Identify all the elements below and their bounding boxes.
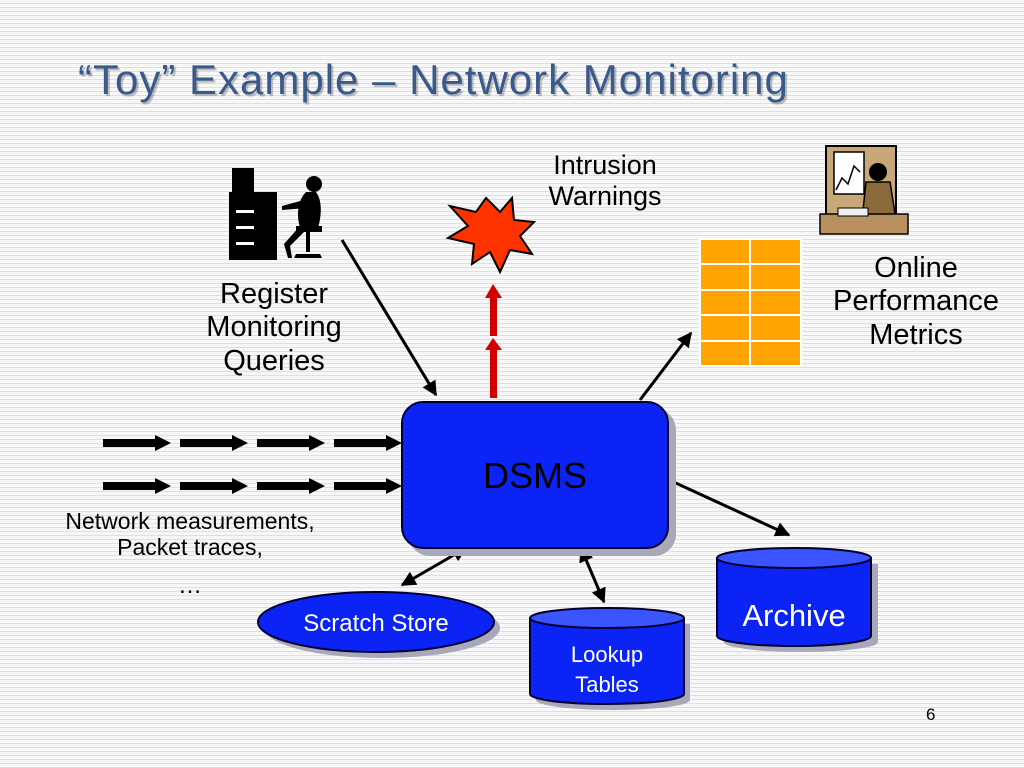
register-queries-text: Register Monitoring Queries bbox=[206, 278, 342, 377]
ellipsis-label: … bbox=[178, 572, 202, 599]
metrics-arrow bbox=[638, 331, 693, 401]
dsms-box: DSMS bbox=[401, 401, 669, 549]
dsms-label: DSMS bbox=[482, 455, 587, 496]
input-stream-arrows bbox=[103, 435, 402, 494]
archive-cylinder: Archive bbox=[716, 547, 878, 652]
stream-row-top bbox=[103, 435, 402, 451]
register-queries-label: Register Monitoring Queries bbox=[176, 278, 372, 378]
lookup-tables-arrow bbox=[579, 546, 606, 604]
lookup-tables-label-line1: Lookup bbox=[571, 642, 643, 667]
intrusion-warnings-text: Intrusion Warnings bbox=[548, 150, 662, 212]
slide-title: “Toy” Example – Network Monitoring bbox=[78, 56, 789, 103]
metrics-table-icon bbox=[699, 238, 802, 367]
user-at-desk-icon bbox=[229, 168, 322, 260]
warning-burst-icon bbox=[445, 195, 537, 275]
online-metrics-text: Online Performance Metrics bbox=[832, 252, 999, 351]
lookup-tables-label-line2: Tables bbox=[575, 672, 639, 697]
network-measurements-label: Network measurements, Packet traces, bbox=[20, 508, 360, 561]
query-arrow bbox=[340, 239, 438, 397]
archive-label: Archive bbox=[742, 598, 845, 633]
stream-row-bottom bbox=[103, 478, 402, 494]
network-measurements-text: Network measurements, Packet traces, bbox=[65, 508, 315, 561]
analyst-at-monitor-icon bbox=[819, 145, 909, 235]
page-number: 6 bbox=[926, 705, 936, 724]
online-metrics-label: Online Performance Metrics bbox=[810, 252, 1022, 352]
lookup-tables-cylinder: Lookup Tables bbox=[529, 607, 690, 710]
scratch-store-arrow bbox=[400, 546, 468, 587]
archive-arrow bbox=[666, 477, 791, 537]
warning-arrow bbox=[485, 284, 502, 398]
scratch-store: Scratch Store bbox=[257, 591, 500, 658]
intrusion-warnings-label: Intrusion Warnings bbox=[500, 150, 710, 212]
scratch-store-label: Scratch Store bbox=[303, 610, 448, 637]
